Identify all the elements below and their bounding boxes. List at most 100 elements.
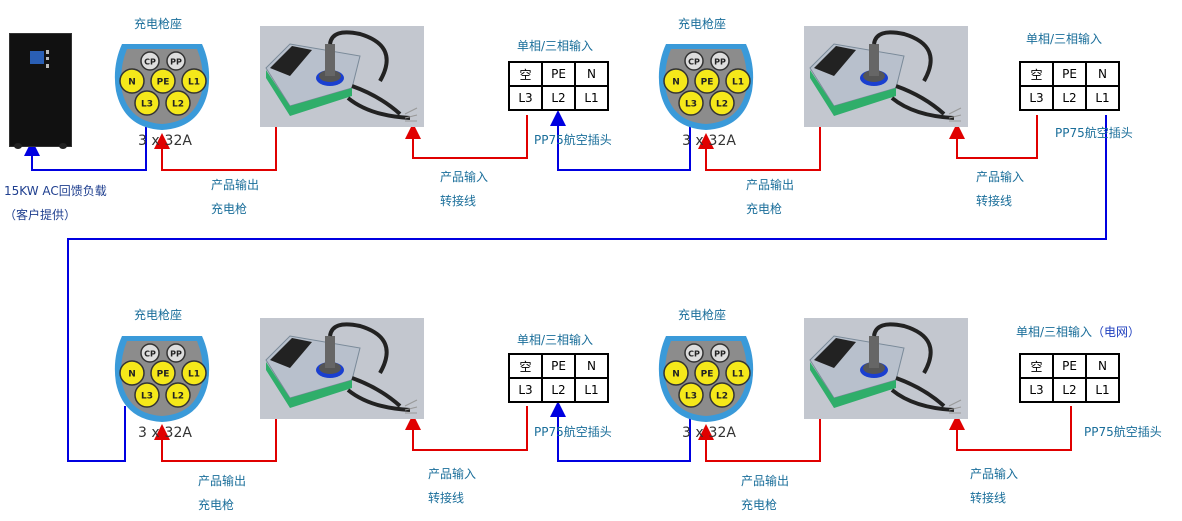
socket-pin: L3 (678, 90, 704, 116)
svg-text:N: N (128, 78, 136, 88)
product-input-sublabel: 转接线 (428, 491, 465, 505)
socket-pin: PP (710, 343, 730, 363)
pin-cell: 空 (1019, 353, 1054, 379)
product-output-label: 产品输出 (741, 474, 790, 488)
svg-text:L3: L3 (141, 392, 153, 402)
load-subtitle: （客户提供） (4, 208, 77, 222)
socket-pin: PE (150, 360, 176, 386)
product-input-label: 产品输入 (970, 467, 1019, 481)
pin-cell: L1 (574, 85, 609, 111)
wire-load-return (24, 127, 147, 171)
svg-text:PE: PE (701, 370, 714, 380)
wire-output-3 (154, 418, 277, 462)
product-output-sublabel: 充电枪 (211, 202, 248, 216)
pin-cell: PE (1052, 61, 1087, 87)
pin-cell: PE (541, 61, 576, 87)
pin-cell: L1 (1085, 85, 1120, 111)
pin-cell: L1 (574, 377, 609, 403)
pin-cell: L3 (1019, 85, 1054, 111)
svg-text:N: N (128, 370, 136, 380)
load-title: 15KW AC回馈负载 (4, 184, 107, 198)
svg-text:CP: CP (688, 350, 700, 359)
cabinet-wheel (59, 143, 67, 149)
svg-text:N: N (672, 78, 680, 88)
pin-cell: PE (541, 353, 576, 379)
socket-rating: 3 x 32A (138, 133, 192, 149)
pin-cell: PE (1052, 353, 1087, 379)
pin-cell: N (574, 61, 609, 87)
socket-pin: L3 (134, 382, 160, 408)
product-input-sublabel: 转接线 (976, 194, 1013, 208)
product-device-image (260, 318, 424, 419)
plug-label: PP75航空插头 (1084, 425, 1162, 439)
svg-text:L2: L2 (172, 392, 184, 402)
plug-label: PP75航空插头 (534, 133, 612, 147)
svg-text:PP: PP (714, 350, 726, 359)
socket-pin: L1 (725, 360, 751, 386)
pin-cell: L3 (508, 377, 543, 403)
pin-cell: N (574, 353, 609, 379)
socket-pin: L2 (709, 382, 735, 408)
pin-cell: L1 (1085, 377, 1120, 403)
cabinet-screen (30, 51, 44, 64)
input-title: 单相/三相输入 (1026, 32, 1103, 46)
socket-rating: 3 x 32A (138, 425, 192, 441)
socket-pin: L1 (181, 360, 207, 386)
svg-text:L1: L1 (188, 370, 200, 380)
svg-text:L1: L1 (732, 78, 744, 88)
product-output-label: 产品输出 (746, 178, 795, 192)
socket-label: 充电枪座 (134, 308, 183, 322)
svg-text:PP: PP (714, 58, 726, 67)
socket-pin: CP (684, 343, 704, 363)
wire-chain-cross (67, 115, 1107, 462)
wire-input-4 (949, 406, 1072, 451)
socket-label: 充电枪座 (134, 17, 183, 31)
socket-pin: PE (150, 68, 176, 94)
svg-text:CP: CP (144, 350, 156, 359)
socket-pin: L1 (725, 68, 751, 94)
wire-output-4 (698, 418, 821, 462)
svg-text:L1: L1 (732, 370, 744, 380)
pin-cell: 空 (1019, 61, 1054, 87)
svg-text:L2: L2 (172, 100, 184, 110)
product-input-label: 产品输入 (976, 170, 1025, 184)
product-output-sublabel: 充电枪 (746, 202, 783, 216)
pin-cell: L2 (541, 85, 576, 111)
product-input-label: 产品输入 (428, 467, 477, 481)
pin-cell: 空 (508, 353, 543, 379)
pin-cell: N (1085, 61, 1120, 87)
svg-text:L2: L2 (716, 100, 728, 110)
socket-pin: PP (166, 343, 186, 363)
socket-pin: N (663, 360, 689, 386)
svg-text:L3: L3 (685, 100, 697, 110)
product-input-label: 产品输入 (440, 170, 489, 184)
wire-output-2 (698, 126, 821, 171)
pin-cell: 空 (508, 61, 543, 87)
svg-text:L3: L3 (685, 392, 697, 402)
socket-label: 充电枪座 (678, 308, 727, 322)
svg-text:CP: CP (688, 58, 700, 67)
wire-input-2 (949, 115, 1038, 159)
cabinet-indicators (46, 50, 53, 68)
socket-pin: L3 (678, 382, 704, 408)
socket-label: 充电枪座 (678, 17, 727, 31)
socket-pin: L2 (165, 90, 191, 116)
product-input-sublabel: 转接线 (440, 194, 477, 208)
pin-cell: L3 (508, 85, 543, 111)
svg-text:CP: CP (144, 58, 156, 67)
socket-pin: N (119, 360, 145, 386)
input-title: 单相/三相输入（电网） (1016, 325, 1141, 339)
socket-pin: PP (166, 51, 186, 71)
wire-input-3 (405, 406, 528, 451)
socket-rating: 3 x 32A (682, 425, 736, 441)
socket-pin: CP (140, 343, 160, 363)
plug-label: PP75航空插头 (1055, 126, 1133, 140)
